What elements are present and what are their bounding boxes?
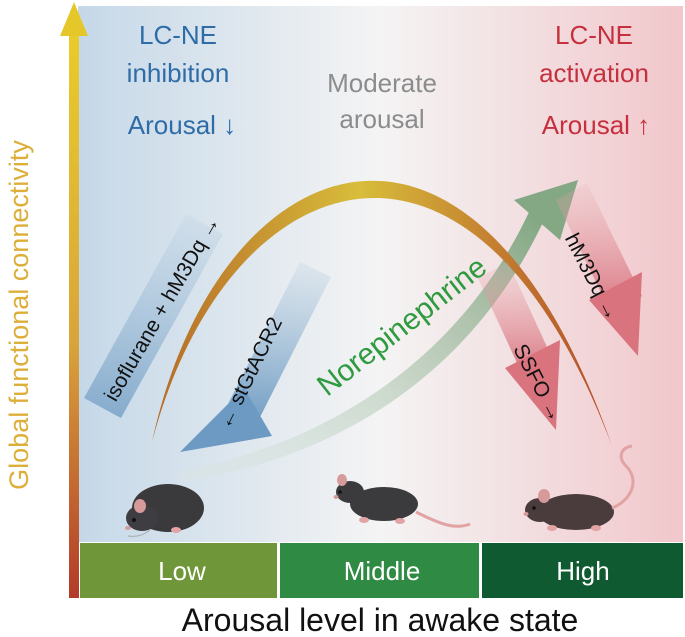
level-low-segment	[80, 543, 277, 598]
right-arousal-label: Arousal ↑	[542, 110, 650, 140]
mouse-low-arousal	[125, 484, 204, 537]
inverted-u-curve	[152, 180, 612, 446]
level-low-label: Low	[158, 556, 206, 586]
right-title-line1: LC-NE	[555, 20, 633, 50]
peak-label-line1: Moderate	[327, 68, 437, 98]
level-middle-label: Middle	[344, 556, 421, 586]
peak-label-line2: arousal	[339, 104, 424, 134]
left-title-line1: LC-NE	[139, 20, 217, 50]
arousal-level-bar: Low Middle High	[80, 543, 683, 598]
right-title-line2: activation	[539, 58, 649, 88]
mouse-middle-arousal	[333, 474, 471, 528]
y-axis-arrow	[60, 2, 88, 598]
level-middle-segment	[280, 543, 479, 598]
norepinephrine-arrow	[176, 180, 578, 482]
left-title-line2: inhibition	[127, 58, 230, 88]
x-axis-label: Arousal level in awake state	[182, 602, 579, 637]
left-arousal-label: Arousal ↓	[128, 110, 236, 140]
mouse-high-arousal	[523, 444, 635, 531]
level-high-label: High	[556, 556, 609, 586]
y-axis-label: Global functional connectivity	[4, 140, 34, 490]
level-high-segment	[482, 543, 683, 598]
